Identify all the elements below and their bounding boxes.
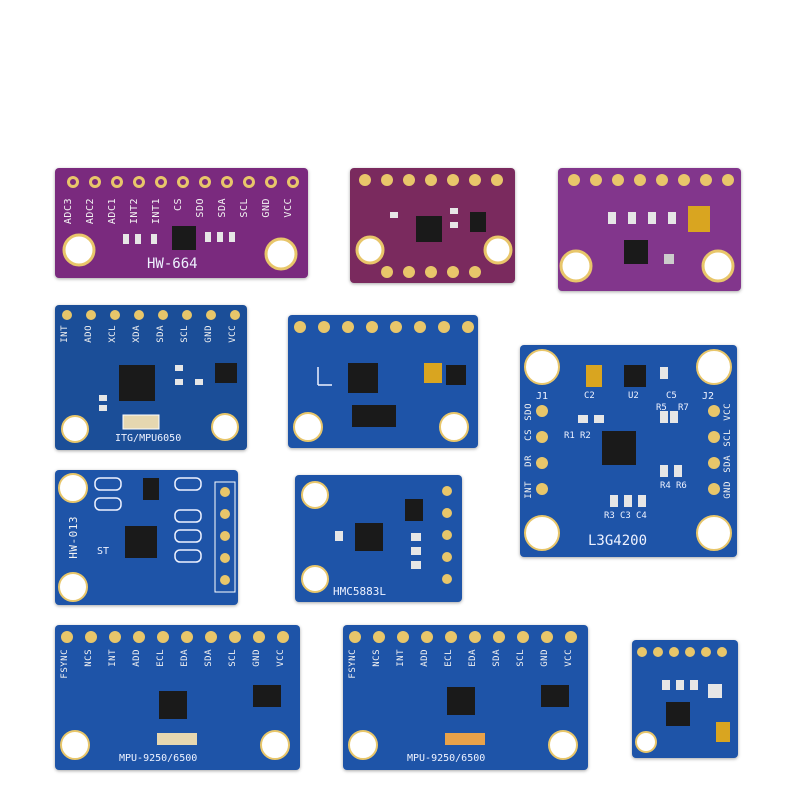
ref-r7: R7 [678, 403, 689, 413]
pin-sda: SDA [156, 325, 166, 343]
pin-xda: XDA [132, 325, 142, 343]
board-label: MPU-9250/6500 [407, 753, 486, 764]
board-purple-bme-art [559, 174, 735, 283]
board-l3g4200: J1 J2 SDO CS DR INT VCC SCL SDA GND C2 U… [520, 345, 737, 557]
pin-sda: SDA [204, 649, 214, 667]
pin-vcc: VCC [723, 403, 733, 421]
ref-r3: R3 [604, 511, 615, 521]
board-purple-small [350, 168, 515, 283]
pin-gnd: GND [540, 649, 550, 667]
ref-c5: C5 [666, 391, 677, 401]
pin-ncs: NCS [84, 649, 94, 667]
pin-vcc: VCC [276, 649, 286, 667]
pin-scl: SCL [723, 429, 733, 447]
pin-fsync: FSYNC [348, 649, 358, 679]
pin-gnd: GND [204, 325, 214, 343]
pin-eda: EDA [468, 649, 478, 667]
ref-r5: R5 [656, 403, 667, 413]
ref-j1: J1 [536, 391, 549, 402]
board-label: L3G4200 [588, 533, 648, 549]
board-mpu9250-a: FSYNC NCS INT ADD ECL EDA SDA SCL GND VC… [55, 625, 300, 770]
ref-r4: R4 [660, 481, 671, 491]
board-hw013: HW-013 ST [55, 470, 238, 605]
pin-adc1: ADC1 [107, 198, 118, 225]
board-small-blue [632, 640, 738, 758]
pin-gnd: GND [252, 649, 262, 667]
pin-fsync: FSYNC [60, 649, 70, 679]
pin-vcc: VCC [283, 198, 294, 218]
pin-adc2: ADC2 [85, 198, 96, 225]
board-mpu6050-art [61, 310, 240, 443]
ref-u2: U2 [628, 391, 639, 401]
pin-add: ADD [420, 649, 430, 667]
board-hw013-art [58, 473, 236, 602]
ref-c3: C3 [620, 511, 631, 521]
pin-xcl: XCL [108, 325, 118, 343]
board-label: HMC5883L [333, 585, 386, 598]
pin-sda: SDA [723, 455, 733, 473]
pin-scl: SCL [239, 198, 250, 218]
board-label: MPU-9250/6500 [119, 753, 198, 764]
board-label: HW-664 [147, 256, 198, 272]
pin-dr: DR [524, 455, 534, 467]
ref-j2: J2 [702, 391, 715, 402]
board-label: HW-013 [67, 516, 80, 559]
pin-sdo: SDO [524, 403, 534, 421]
st-label: ST [97, 546, 110, 557]
pin-sdo: SDO [195, 198, 206, 218]
board-small-blue-art [635, 647, 730, 753]
pin-scl: SCL [180, 325, 190, 343]
ref-r2: R2 [580, 431, 591, 441]
pin-int2: INT2 [129, 198, 140, 225]
board-l3g4200-art [524, 349, 732, 551]
board-blue-axis-art [293, 321, 474, 442]
pin-int: INT [108, 649, 118, 667]
ref-r1: R1 [564, 431, 575, 441]
board-mpu6050: INT ADO XCL XDA SDA SCL GND VCC ITG/MPU6… [55, 305, 247, 450]
board-hw664-art [62, 176, 299, 271]
board-hmc5883l: HMC5883L [295, 475, 462, 602]
pin-int: INT [396, 649, 406, 667]
pin-sda: SDA [492, 649, 502, 667]
board-purple-small-art [355, 174, 513, 278]
board-blue-axis [288, 315, 478, 448]
pin-vcc: VCC [564, 649, 574, 667]
pin-eda: EDA [180, 649, 190, 667]
pin-ecl: ECL [444, 649, 454, 667]
pin-ecl: ECL [156, 649, 166, 667]
pin-ncs: NCS [372, 649, 382, 667]
pin-gnd: GND [723, 481, 733, 499]
pin-cs: CS [173, 198, 184, 212]
pin-scl: SCL [516, 649, 526, 667]
board-purple-bme [558, 168, 741, 291]
pin-ado: ADO [84, 325, 94, 343]
pin-add: ADD [132, 649, 142, 667]
board-label: ITG/MPU6050 [115, 433, 182, 444]
pin-int: INT [524, 481, 534, 499]
board-hw664: ADC3 ADC2 ADC1 INT2 INT1 CS SDO SDA SCL … [55, 168, 308, 278]
board-hmc5883l-art [301, 481, 452, 593]
board-mpu9250-b: FSYNC NCS INT ADD ECL EDA SDA SCL GND VC… [343, 625, 588, 770]
pin-adc3: ADC3 [63, 198, 74, 225]
board-mpu9250-b-art [348, 631, 578, 760]
pin-sda: SDA [217, 198, 228, 218]
pin-gnd: GND [261, 198, 272, 218]
pin-cs: CS [524, 429, 534, 441]
ref-r6: R6 [676, 481, 687, 491]
ref-c4: C4 [636, 511, 647, 521]
pin-vcc: VCC [228, 325, 238, 343]
pin-int1: INT1 [151, 198, 162, 225]
pin-int: INT [60, 325, 70, 343]
ref-c2: C2 [584, 391, 595, 401]
pin-scl: SCL [228, 649, 238, 667]
board-mpu9250-a-art [60, 631, 290, 760]
